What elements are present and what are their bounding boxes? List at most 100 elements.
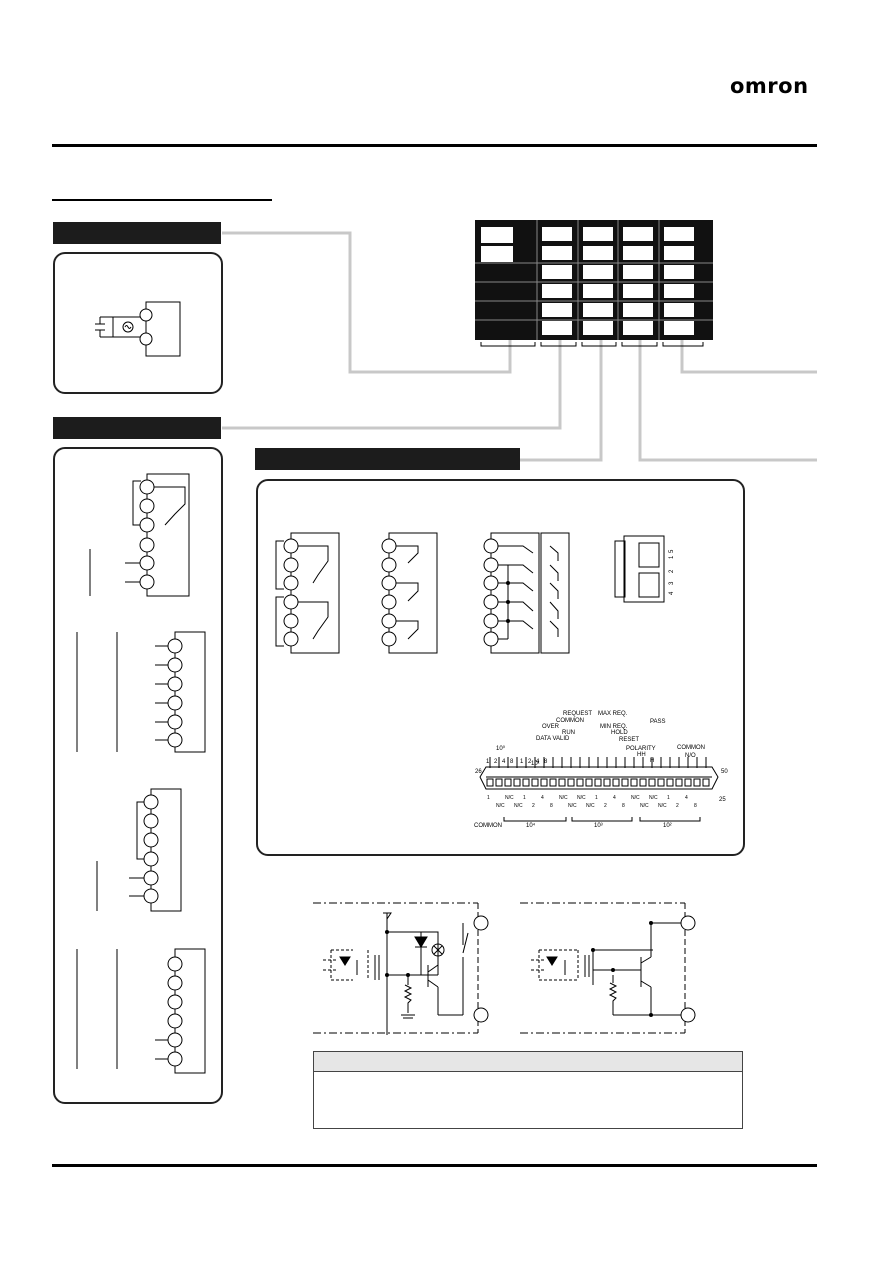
- bottom-digit-label: N/C: [586, 803, 595, 809]
- header-rule: [52, 144, 817, 147]
- output-panel: 1 2 3 4 5 26 50 25 10⁰ 10¹ 1 2 4 8 1 2 4…: [256, 479, 745, 856]
- digit-a-6: 4: [536, 759, 540, 765]
- bottom-digit-label: N/C: [559, 795, 568, 801]
- tc-num-2: 2: [669, 569, 675, 573]
- input-panel: [53, 447, 223, 1104]
- digit-a-7: 8: [544, 759, 548, 765]
- signal-over: OVER: [542, 724, 560, 730]
- digit-a-2: 4: [502, 759, 506, 765]
- bottom-group-2: 10²: [663, 823, 672, 829]
- footer-rule: [52, 1164, 817, 1167]
- bottom-digit-label: N/C: [505, 795, 514, 801]
- pin-start-label: 26: [475, 769, 482, 775]
- bottom-digit-label: 1: [487, 795, 490, 801]
- signal-polarity: POLARITY: [626, 746, 656, 752]
- signal-max-req: MAX REQ.: [598, 711, 628, 717]
- input-terminal-diagrams: [76, 473, 206, 1074]
- connector-pin: [612, 778, 620, 787]
- omron-logo: omron: [730, 74, 809, 98]
- bottom-digit-label: 8: [550, 803, 553, 809]
- connector-pin: [522, 778, 530, 787]
- connector-pin: [702, 778, 710, 787]
- signal-hh: HH: [637, 752, 646, 758]
- bottom-digit-label: 1: [667, 795, 670, 801]
- connector-pin: [585, 778, 593, 787]
- connector-pin: [630, 778, 638, 787]
- input-heading-bar: [53, 417, 221, 439]
- bottom-digit-label: N/C: [496, 803, 505, 809]
- connector-pin: [504, 778, 512, 787]
- digit-a-3: 8: [510, 759, 514, 765]
- connector-pin: [621, 778, 629, 787]
- connector-pin: [531, 778, 539, 787]
- output-heading-bar: [255, 448, 520, 470]
- bottom-digit-label: 1: [523, 795, 526, 801]
- signal-run: RUN: [562, 730, 575, 736]
- top-number-left: 10⁰: [496, 745, 506, 752]
- digit-a-1: 2: [494, 759, 498, 765]
- connector-pin: [675, 778, 683, 787]
- connector-pin: [657, 778, 665, 787]
- connector-pin: [558, 778, 566, 787]
- digit-a-5: 2: [528, 759, 532, 765]
- tc-num-3: 3: [669, 581, 675, 585]
- bottom-digit-label: 4: [613, 795, 616, 801]
- power-supply-diagram: [95, 301, 181, 357]
- notes-box: [313, 1051, 743, 1129]
- power-supply-heading-bar: [53, 222, 221, 244]
- signal-pass: PASS: [650, 719, 666, 725]
- signal-no: N/O: [685, 753, 696, 759]
- connector-pin: [576, 778, 584, 787]
- connector-pin: [486, 778, 494, 787]
- bottom-digit-label: 2: [532, 803, 535, 809]
- connector-pin: [684, 778, 692, 787]
- connector-pin: [603, 778, 611, 787]
- bottom-common: COMMON: [474, 823, 502, 829]
- power-supply-panel: [53, 252, 223, 394]
- section-title-underline: [52, 199, 272, 201]
- signal-min-req: MIN REQ.: [600, 724, 628, 730]
- rack-unit-graphic: [475, 220, 713, 347]
- tc-num-5: 5: [669, 549, 675, 553]
- bottom-digit-label: N/C: [649, 795, 658, 801]
- tc-num-1: 1: [669, 555, 675, 559]
- signal-hold: HOLD: [611, 730, 628, 736]
- digit-a-4: 1: [520, 759, 524, 765]
- signal-reset: RESET: [619, 737, 639, 743]
- bottom-group-0: 10⁴: [526, 822, 536, 829]
- bottom-digit-label: N/C: [640, 803, 649, 809]
- connector-pin: [495, 778, 503, 787]
- signal-common: COMMON: [556, 718, 584, 724]
- signal-h: H: [650, 758, 654, 764]
- digit-a-0: 1: [486, 759, 490, 765]
- bottom-digit-label: 4: [541, 795, 544, 801]
- bottom-digit-label: N/C: [631, 795, 640, 801]
- tc-num-4: 4: [669, 591, 675, 595]
- connector-pin: [540, 778, 548, 787]
- top-number-mid: 10¹: [531, 761, 540, 767]
- connector-pin: [693, 778, 701, 787]
- bottom-digit-label: 8: [694, 803, 697, 809]
- bottom-group-1: 10³: [594, 823, 603, 829]
- connector-pin: [567, 778, 575, 787]
- connector-pin: [648, 778, 656, 787]
- signal-common-2: COMMON: [677, 745, 705, 751]
- bottom-digit-label: N/C: [577, 795, 586, 801]
- connector-pin: [639, 778, 647, 787]
- output-diagrams: 1 2 3 4 5 26 50 25 10⁰ 10¹ 1 2 4 8 1 2 4…: [275, 532, 728, 829]
- bottom-digit-label: 2: [676, 803, 679, 809]
- notes-header: [314, 1052, 742, 1072]
- signal-request: REQUEST: [563, 711, 592, 717]
- connector-pin: [549, 778, 557, 787]
- internal-circuit-diagrams: [313, 902, 696, 1035]
- connector-pin: [666, 778, 674, 787]
- pin-end-label: 50: [721, 769, 728, 775]
- pin-right-label: 25: [719, 797, 726, 803]
- bottom-digit-label: 8: [622, 803, 625, 809]
- bottom-digit-label: N/C: [514, 803, 523, 809]
- connector-pin: [594, 778, 602, 787]
- bottom-digit-label: N/C: [568, 803, 577, 809]
- connector-pin: [513, 778, 521, 787]
- signal-data-valid: DATA VALID: [536, 736, 570, 742]
